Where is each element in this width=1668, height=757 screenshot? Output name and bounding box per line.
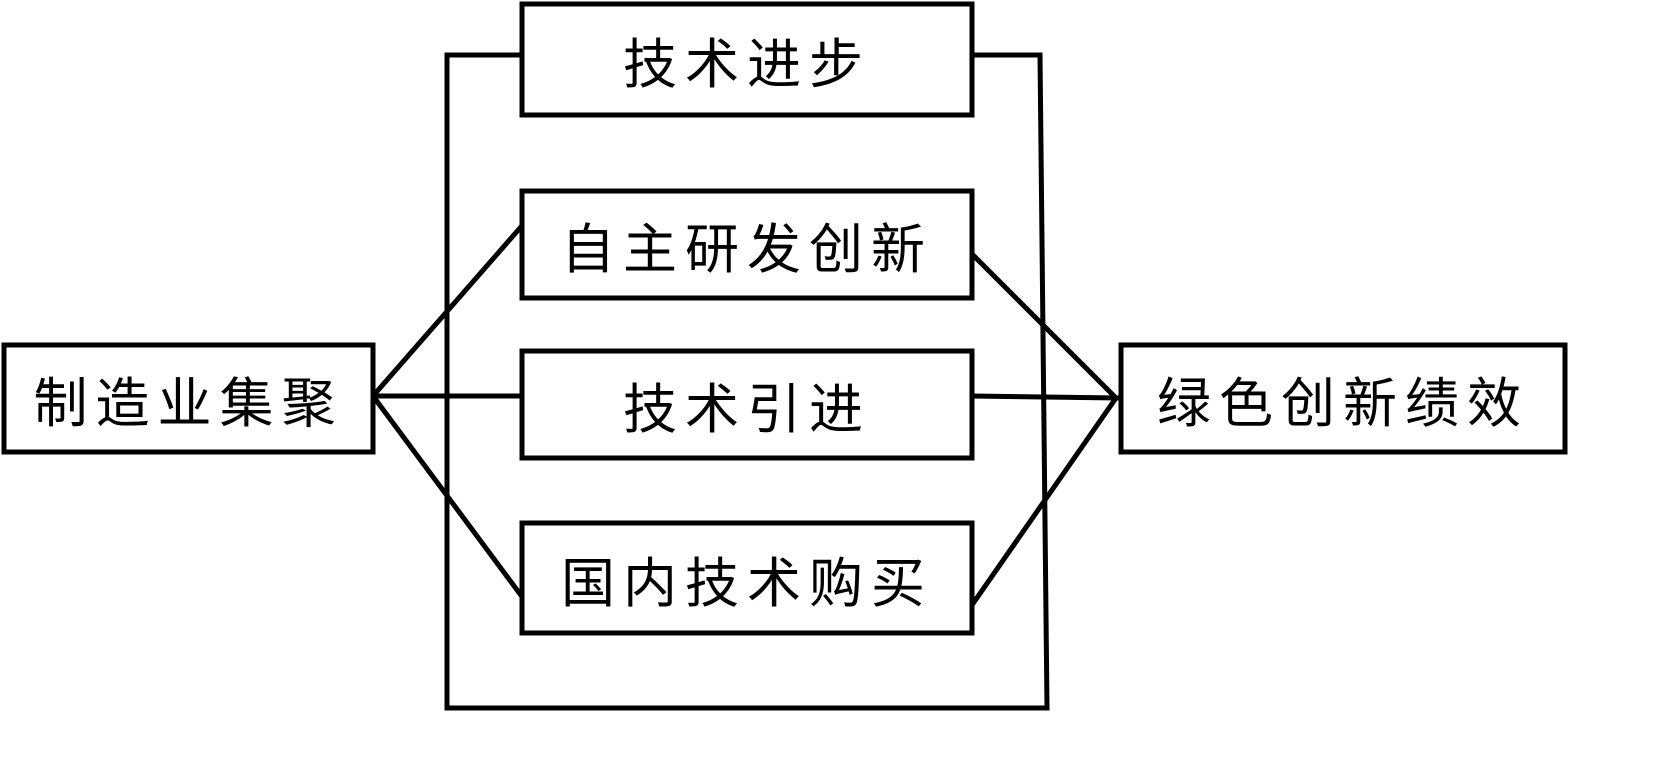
node-box-technological-progress [519,1,975,118]
node-box-green-innovation-performance [1118,342,1568,455]
edge-agglomeration-to-rd [369,224,524,400]
node-box-manufacturing-agglomeration [1,342,376,455]
edge-import-to-performance [969,393,1119,401]
node-box-independent-rd [519,188,975,301]
node-box-technology-import [519,348,975,461]
frame-left-bracket [444,52,1050,711]
edge-agglomeration-to-purchase [369,392,524,598]
edge-purchase-to-performance [968,394,1120,609]
node-box-domestic-tech-purchase [519,520,975,636]
frame-right-bracket [969,52,1050,711]
edge-rd-to-performance [968,250,1120,402]
